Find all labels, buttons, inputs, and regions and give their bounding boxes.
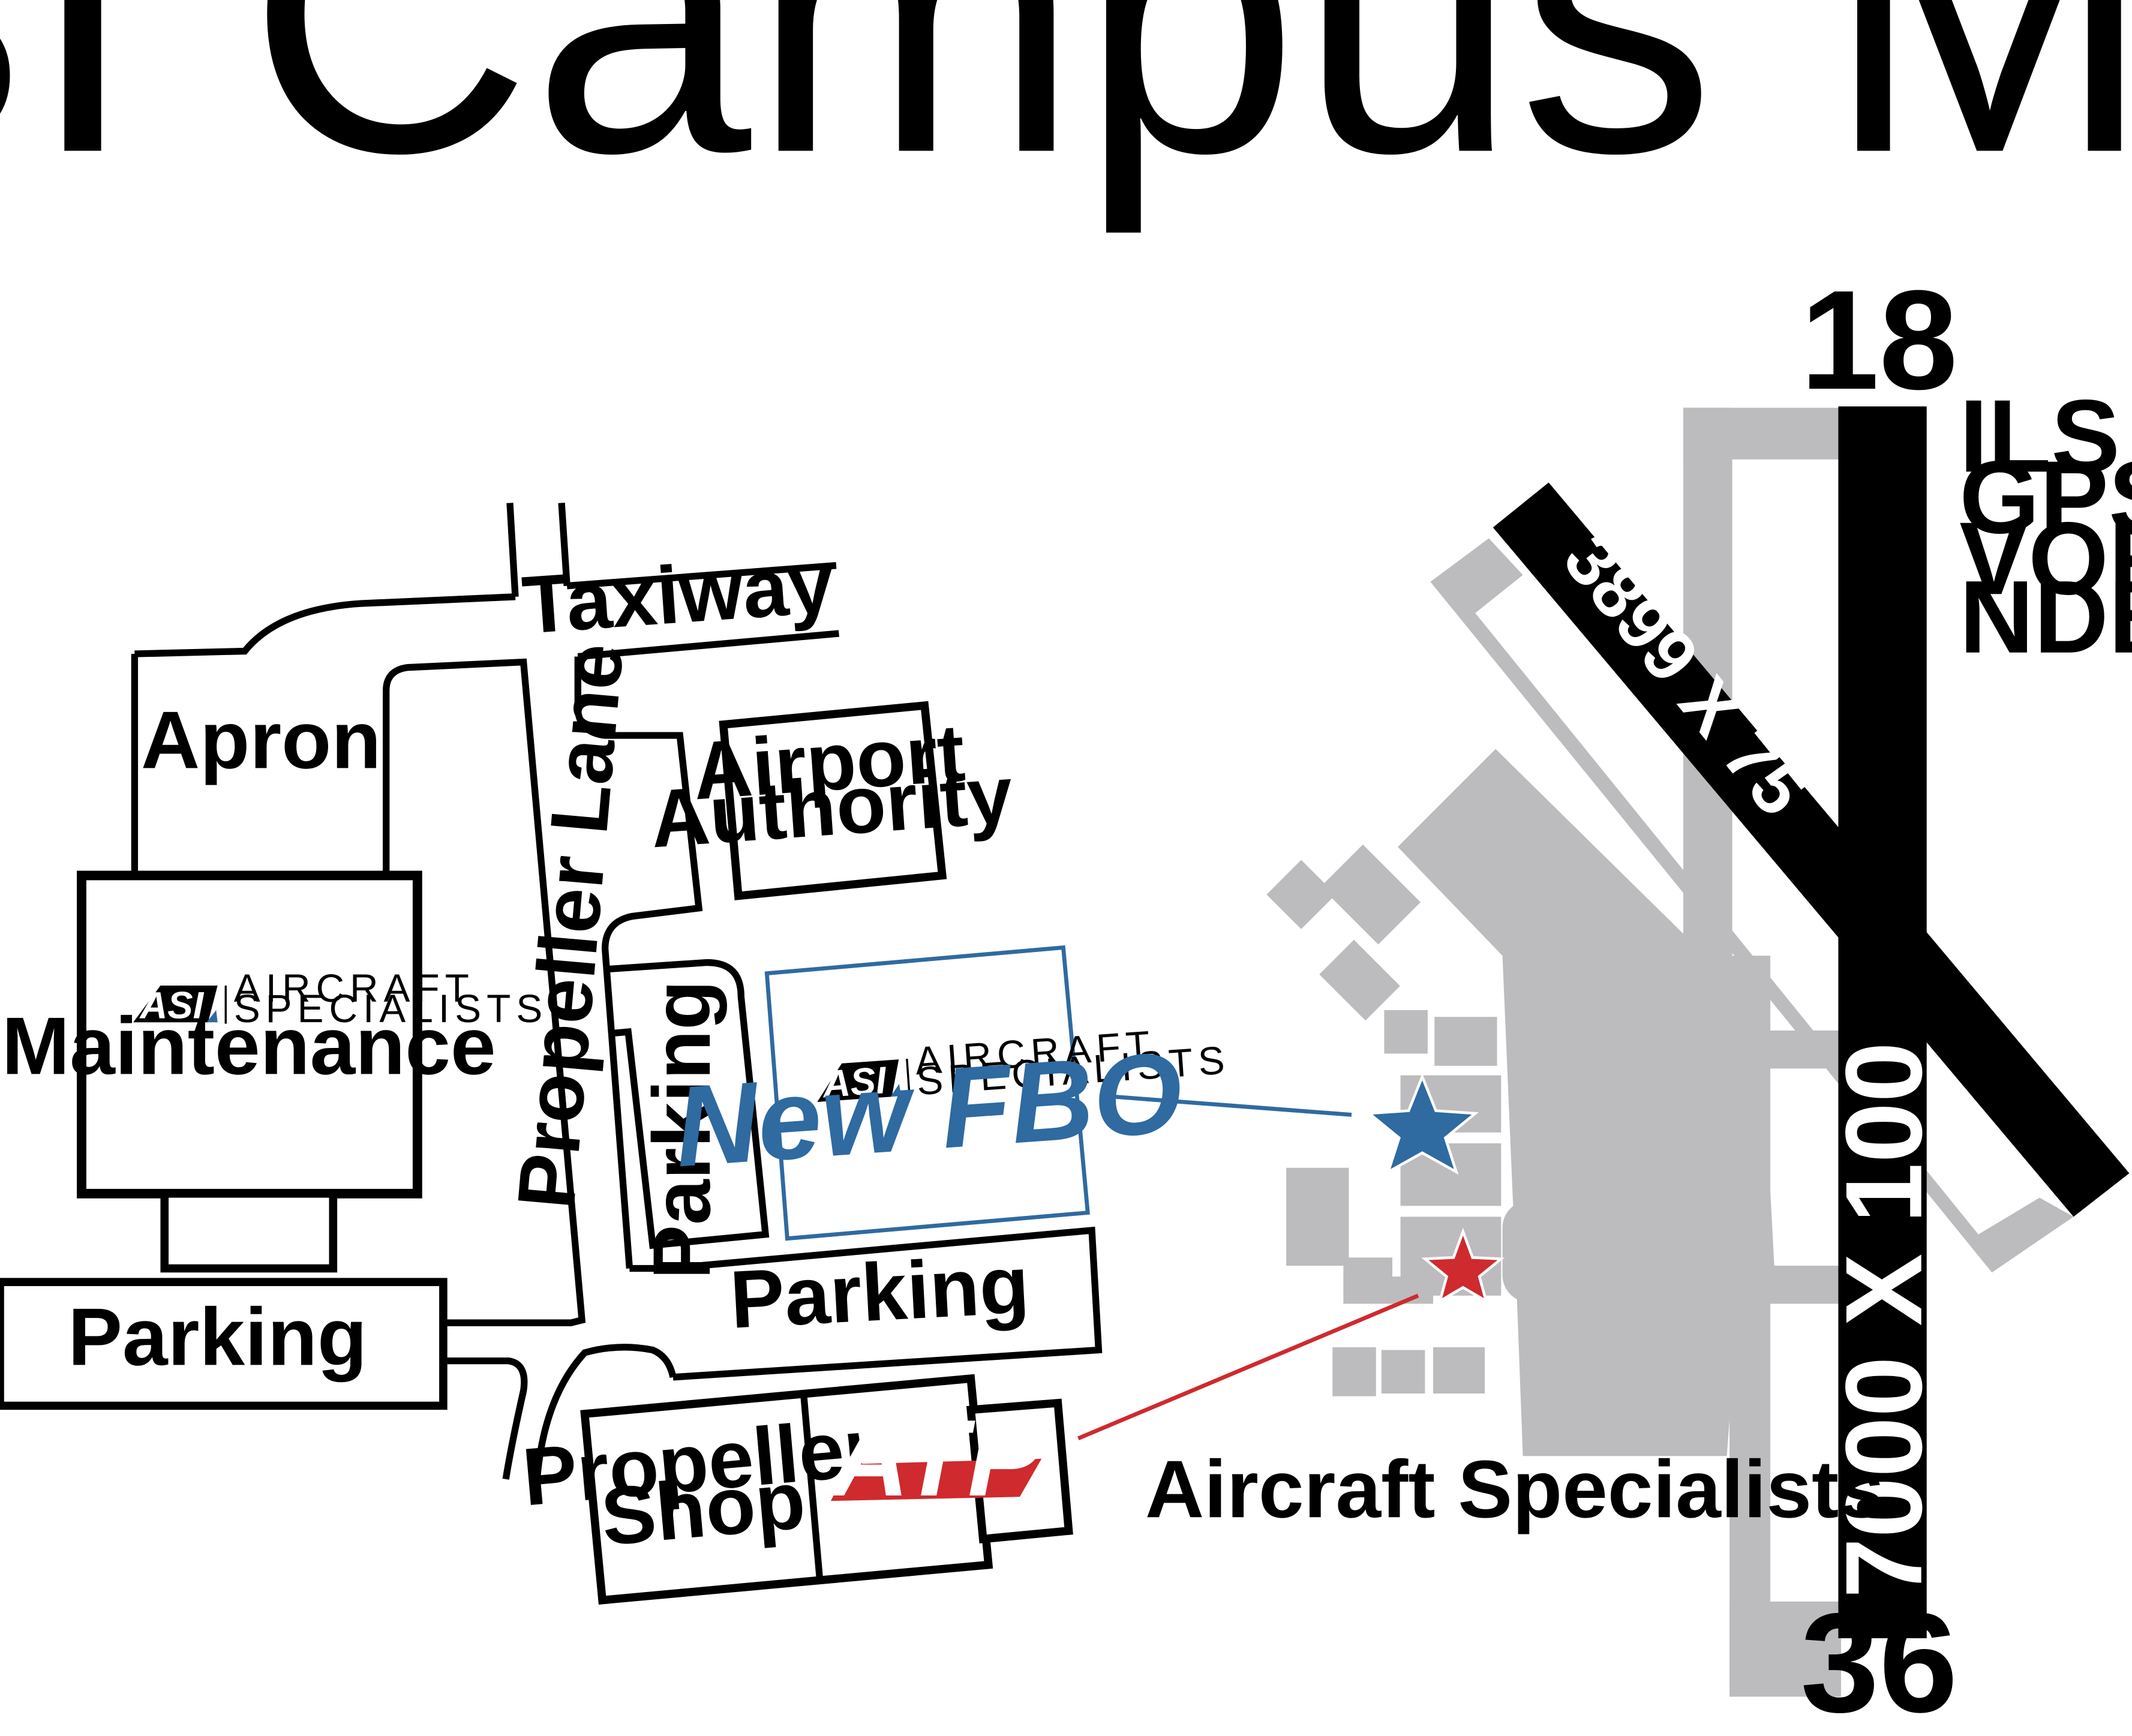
airfield-grey-areas — [1266, 407, 2074, 1697]
airfield-caption: Aircraft Specialists — [1145, 1443, 1884, 1534]
parking-left-label: Parking — [68, 1291, 367, 1382]
main-runway: 7000 X 100 — [1824, 406, 1945, 1639]
propeller-shop-outline — [580, 1374, 993, 1605]
propeller-shop-label: Shop — [597, 1454, 809, 1563]
asi-logo: ASI AIRCRAFT SPECIALISTS — [133, 966, 548, 1031]
main-apron — [1398, 749, 1774, 1456]
hangar — [1266, 860, 1336, 929]
maintenance-annex — [160, 1190, 338, 1273]
parking-vertical-outline — [605, 959, 770, 1250]
approach-item: GPS — [1959, 439, 2132, 555]
approach-item: ILS — [1959, 378, 2120, 494]
taxiway-edge — [577, 630, 839, 660]
hangar — [1381, 1350, 1425, 1394]
parking-vertical-label: Parking — [636, 980, 727, 1280]
svg-text:ASI: ASI — [139, 984, 204, 1026]
hangar — [1343, 1257, 1392, 1304]
hangar — [1433, 1347, 1485, 1394]
map-title: ASI Campus Map — [0, 0, 2132, 237]
runway-end-south: 36 — [1800, 1584, 1957, 1736]
new-fbo-building: ASI AIRCRAFT SPECIALISTS New FBO — [671, 945, 1232, 1241]
airport-authority-building: Airport Authority — [647, 701, 1016, 900]
hangar — [1319, 939, 1400, 1021]
taxiway-edge — [566, 562, 837, 590]
main-runway-strip — [1838, 406, 1927, 1639]
propeller-lane-edge — [383, 658, 586, 1326]
hangar — [1384, 1010, 1428, 1054]
parking-bottom-label: Parking — [728, 1239, 1031, 1345]
main-runway-dimensions: 7000 X 100 — [1824, 1042, 1945, 1599]
approach-item: VOR — [1959, 500, 2132, 616]
hangar — [1434, 1017, 1497, 1066]
airport-authority-outline — [719, 701, 947, 900]
atp-connector-line — [1077, 1293, 1419, 1440]
new-fbo-outline — [764, 945, 1090, 1241]
maintenance-building: ASI AIRCRAFT SPECIALISTS Maintenance — [2, 870, 548, 1273]
hangar — [1332, 1347, 1376, 1396]
building-divider — [800, 1393, 824, 1582]
road-network — [131, 503, 1103, 1480]
approach-item: NDB — [1959, 559, 2132, 675]
asi-logo: ASI AIRCRAFT SPECIALISTS — [817, 1022, 1232, 1106]
road-edge — [533, 1344, 677, 1480]
runway-end-north: 18 — [1800, 261, 1957, 419]
fbo-connector-line — [1101, 1094, 1352, 1117]
star-icon — [1365, 1073, 1479, 1175]
hangar — [1286, 1167, 1349, 1266]
road-edge — [446, 1357, 528, 1480]
approach-list: ILS GPS VOR NDB — [1959, 378, 2132, 674]
hangar — [1320, 844, 1421, 945]
svg-text:SPECIALISTS: SPECIALISTS — [234, 986, 548, 1031]
taxiway-label: Taxiway — [520, 538, 836, 651]
parking-left: Parking — [0, 1278, 448, 1410]
star-icon — [1421, 1227, 1505, 1304]
taxiway-bottom-connector — [1729, 1601, 1841, 1697]
svg-text:AIRCRAFT: AIRCRAFT — [234, 966, 475, 1010]
parking-left-outline — [0, 1278, 448, 1410]
atp-logo: ATP — [828, 1398, 1042, 1519]
apron-edge — [134, 593, 516, 657]
svg-text:ATP: ATP — [828, 1398, 1041, 1519]
parking-bottom-outline — [629, 1226, 1103, 1381]
road-edge — [558, 503, 570, 587]
propeller-lane-edge — [574, 656, 703, 1269]
apron-label: Apron — [141, 694, 381, 785]
maintenance-outline — [77, 870, 422, 1199]
road-edge — [506, 503, 519, 597]
svg-text:ASI: ASI — [820, 1059, 888, 1106]
propeller-shop-building: Propeller Shop ATP — [519, 1374, 1073, 1605]
airport-authority-label: Airport — [690, 707, 968, 816]
maintenance-label: Maintenance — [2, 1000, 496, 1091]
cross-runway-strip — [1493, 482, 2130, 1217]
apron-bulge — [1502, 1200, 1557, 1303]
